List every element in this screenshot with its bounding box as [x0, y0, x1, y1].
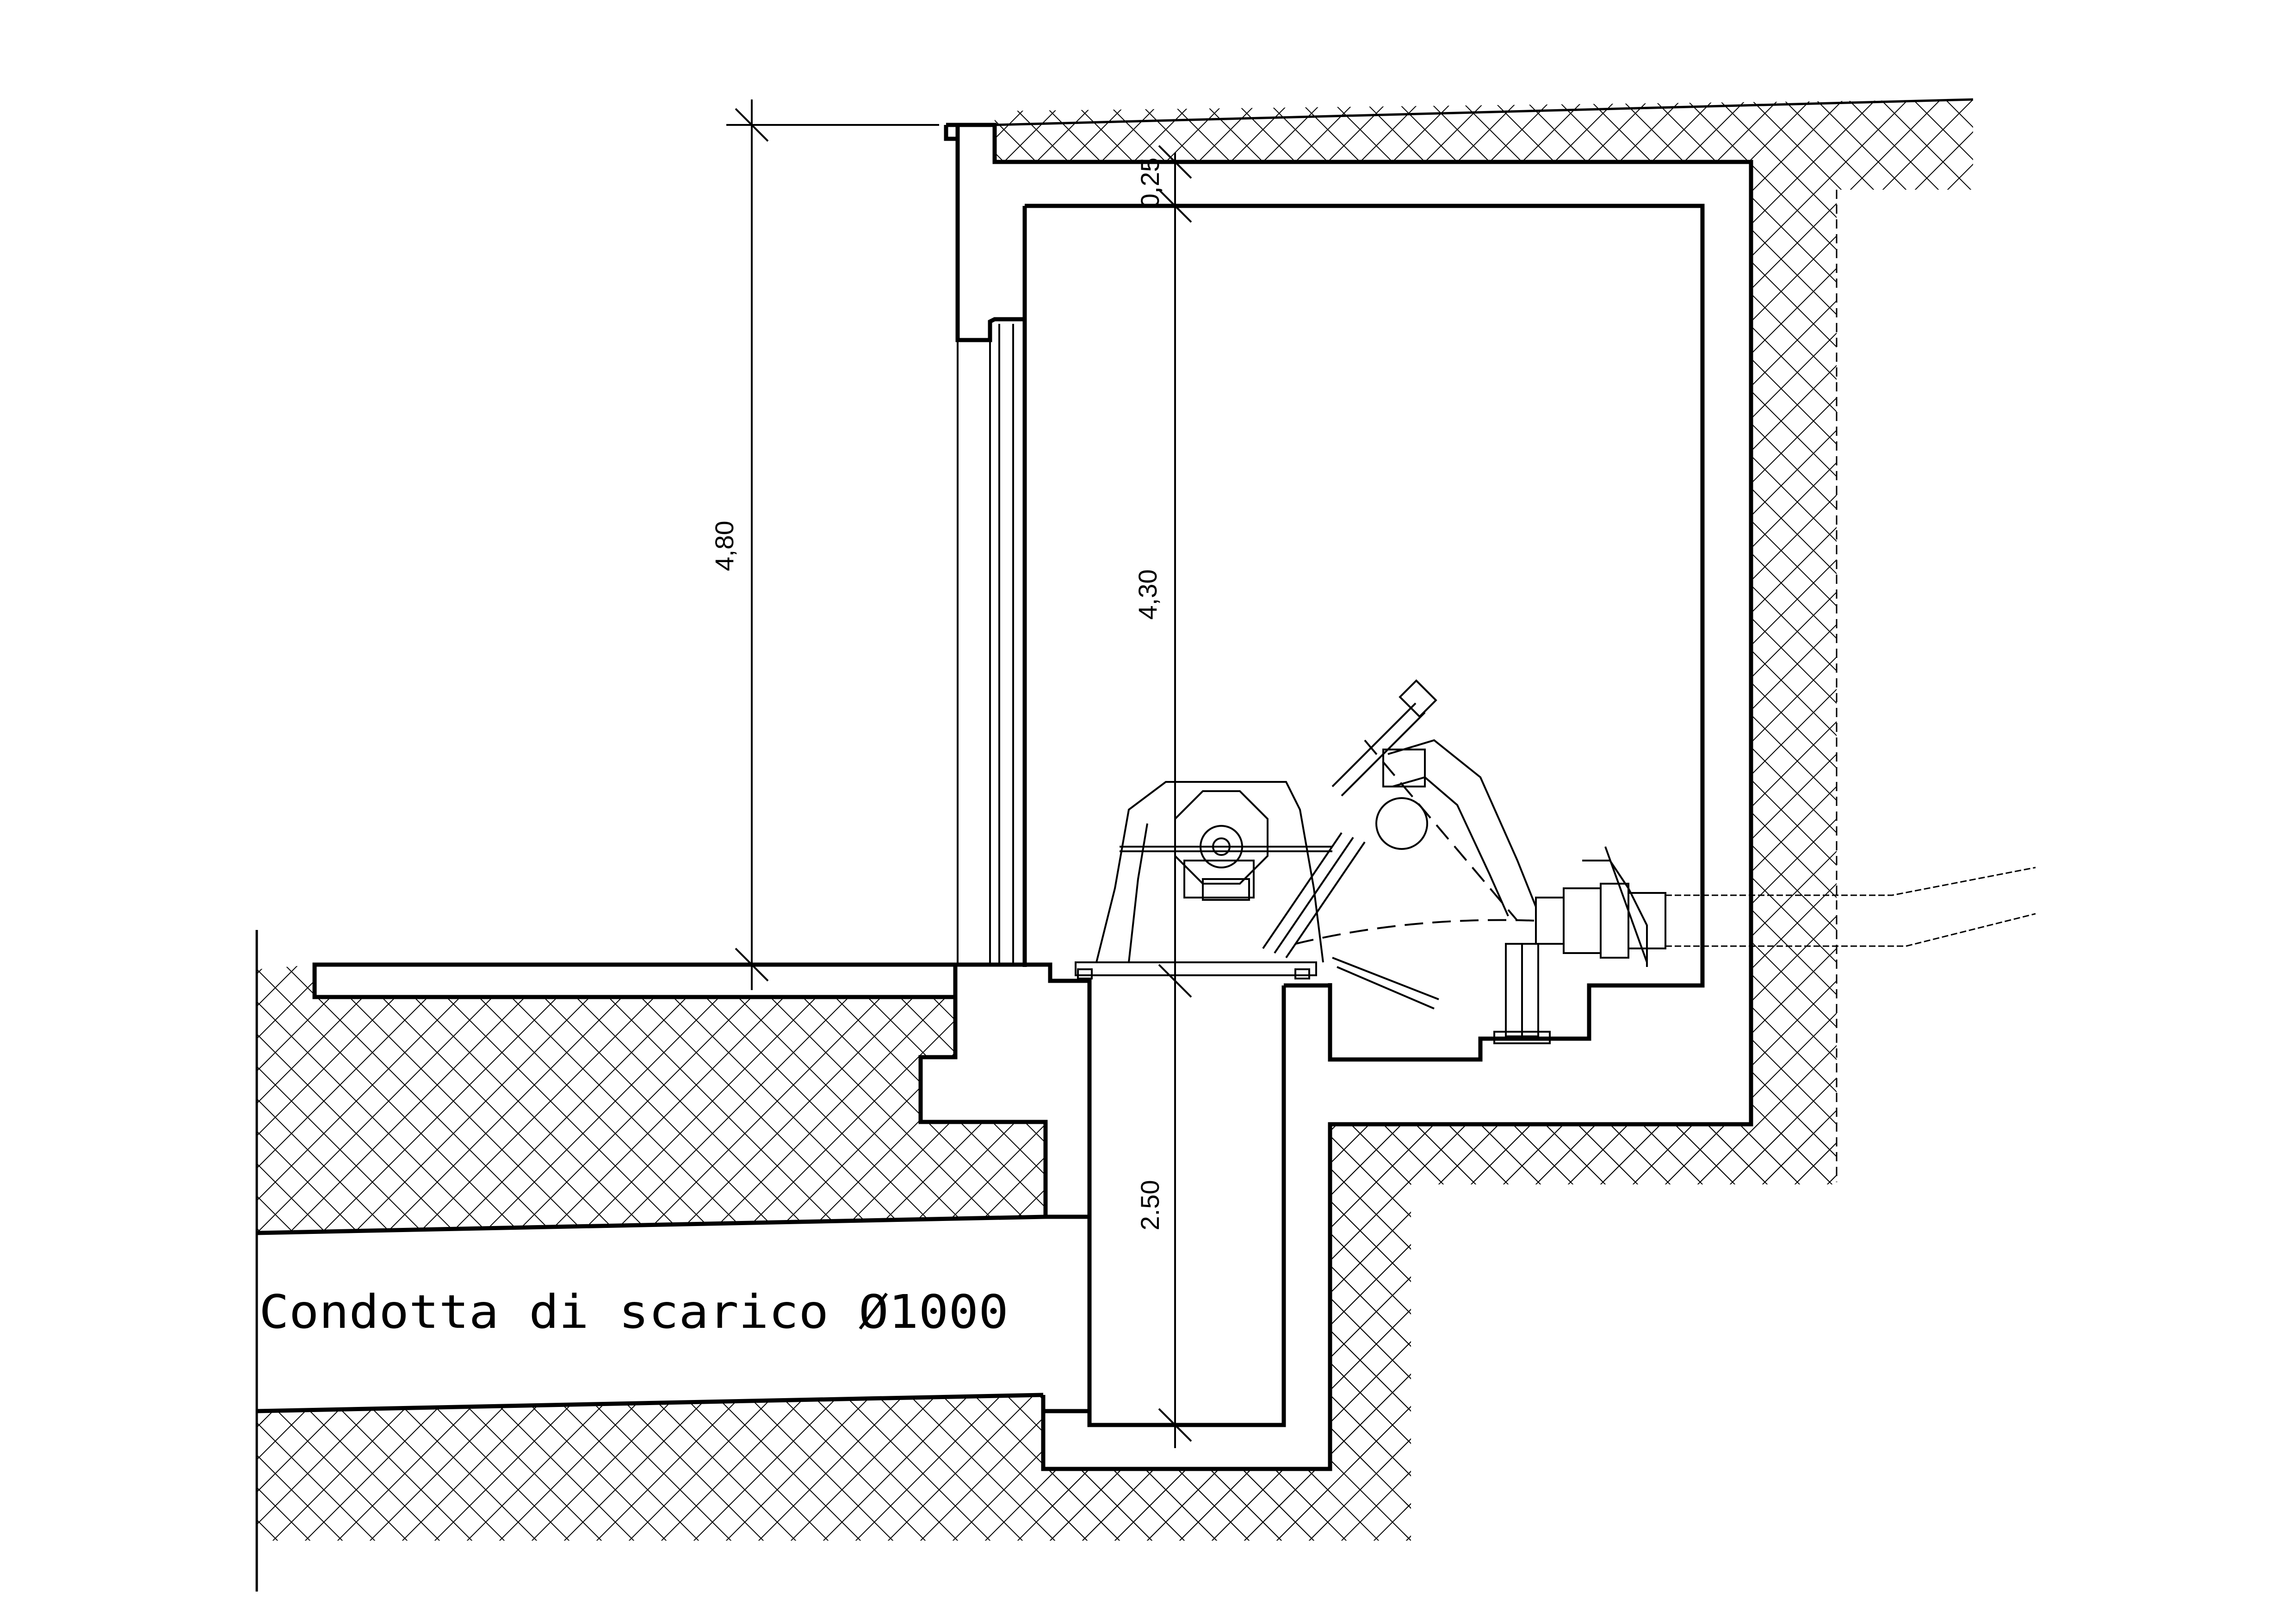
dim-pit-tick-bottom — [1158, 1408, 1192, 1442]
chamber-inner-room — [1025, 204, 1705, 1062]
valve-base-foot-left — [1077, 968, 1093, 979]
valve-housing-inner — [1128, 823, 1148, 963]
dim-room-tick-bottom — [1158, 964, 1192, 998]
discharge-pipe-label: Condotta di scarico Ø1000 — [259, 1285, 1009, 1339]
pit-left-lower — [1041, 1395, 1089, 1413]
valve-housing — [1095, 781, 1324, 963]
valve-base-foot-right — [1294, 968, 1310, 979]
earth-top-right — [995, 99, 1973, 1182]
dim-pit-depth-text: 2.50 — [1135, 1180, 1164, 1231]
pit-inner — [1087, 985, 1286, 1427]
valve-assembly — [1075, 679, 1666, 1044]
earth-hatch — [257, 99, 1973, 1541]
dim-slab-thickness-text: 0,25 — [1135, 158, 1164, 208]
floor-to-pit — [955, 962, 1092, 985]
earth-left-lower — [257, 1395, 1330, 1541]
diagonal-arm-1 — [1262, 832, 1343, 949]
chamber-inner-wall — [946, 123, 1027, 967]
outgoing-pipe — [1665, 867, 2036, 947]
valve-center-line — [1364, 739, 1518, 922]
valve-ball — [1375, 797, 1428, 850]
elbow-pipe-inner — [1392, 776, 1509, 917]
outgoing-pipe-top — [1665, 867, 2036, 896]
dim-total-height-text: 4,80 — [710, 521, 739, 571]
upper-arm-head — [1399, 679, 1437, 718]
ground-surface — [994, 98, 1974, 126]
outgoing-pipe-bottom — [1665, 913, 2036, 947]
gear-box-lower — [1202, 878, 1250, 901]
chamber-outer-wall — [946, 123, 1753, 1471]
upper-arm-1 — [1331, 702, 1417, 787]
diagonal-arm-2 — [1274, 836, 1354, 954]
earth-left-upper — [257, 965, 1046, 1233]
lower-arm — [1332, 957, 1439, 1000]
dim-slab-tick-bottom — [1158, 189, 1192, 223]
gear-octagon — [1174, 790, 1269, 885]
right-actuator — [1582, 860, 1648, 967]
dim-room-height-text: 4,30 — [1133, 570, 1162, 620]
dim-total-height-tick-top — [735, 108, 769, 142]
valve-base-plate — [1075, 961, 1317, 976]
valve-arc — [1295, 919, 1536, 945]
dimension-lines — [726, 99, 1192, 1448]
gear-box — [1183, 860, 1255, 898]
discharge-pipe-top — [256, 1214, 1046, 1235]
dim-total-height-tick-bottom — [735, 948, 769, 982]
roof-parapet — [944, 125, 958, 141]
earth-right-step — [1411, 1124, 1837, 1184]
diagonal-arm-3 — [1285, 841, 1366, 959]
right-actuator-rod — [1604, 846, 1648, 963]
lower-arm-2 — [1337, 966, 1435, 1010]
discharge-pipe-bottom — [256, 1393, 1044, 1413]
dim-slab-tick-top — [1158, 145, 1192, 179]
structure-lines — [256, 123, 1753, 1471]
door-frame — [957, 324, 1014, 965]
elbow-pipe-outer — [1387, 739, 1537, 907]
